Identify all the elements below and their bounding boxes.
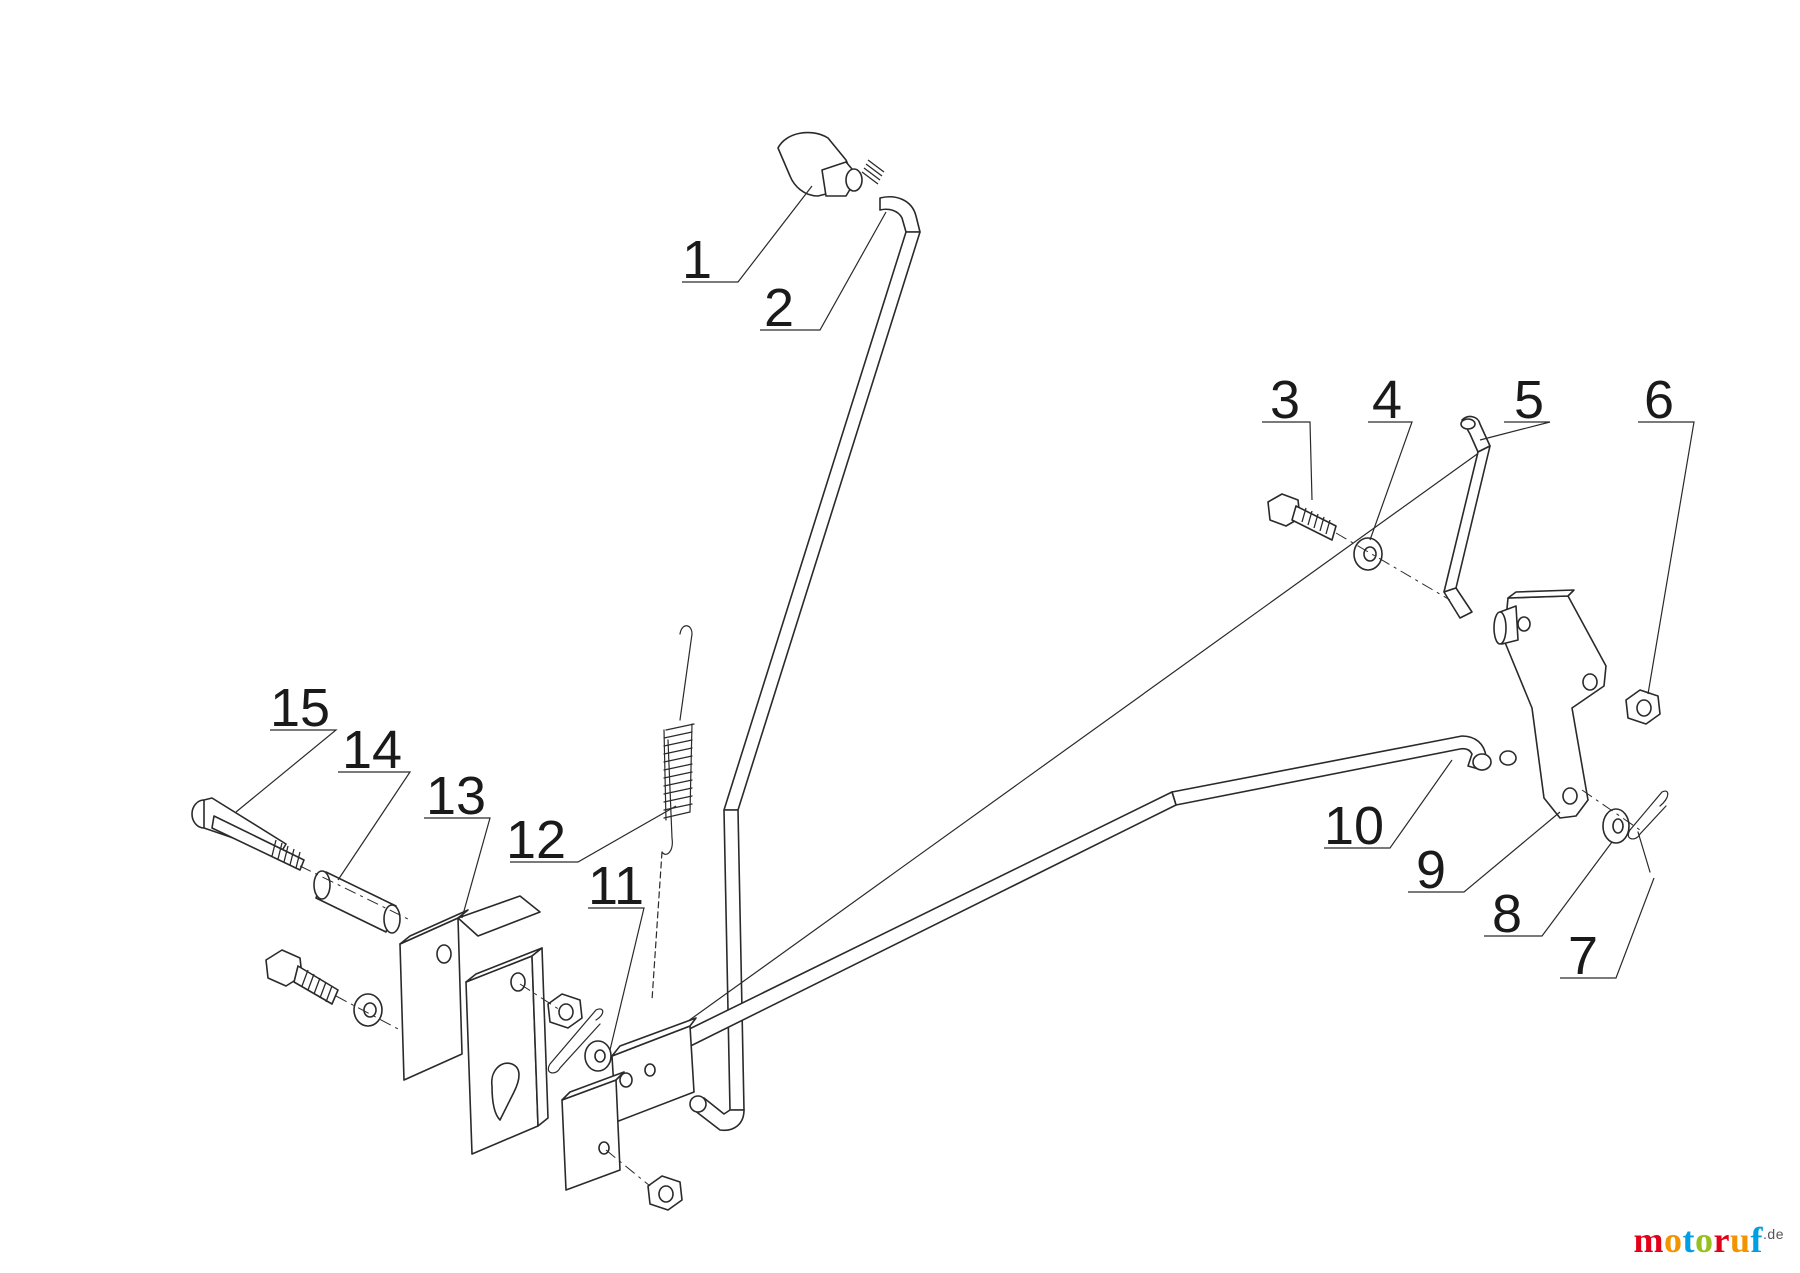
callout-1: 1 bbox=[682, 230, 712, 290]
callout-12: 12 bbox=[506, 810, 566, 870]
watermark-wordmark: motoruf bbox=[1634, 1220, 1764, 1260]
callout-13: 13 bbox=[426, 766, 486, 826]
rod-icon bbox=[1443, 415, 1491, 619]
bolt-icon bbox=[191, 797, 305, 871]
spring-icon bbox=[651, 625, 695, 1001]
washer-icon bbox=[584, 1040, 612, 1072]
watermark-letter: r bbox=[1713, 1220, 1730, 1260]
callout-3: 3 bbox=[1270, 370, 1300, 430]
nut-icon bbox=[647, 1175, 683, 1211]
watermark-letter: m bbox=[1633, 1220, 1665, 1260]
callout-9: 9 bbox=[1416, 840, 1446, 900]
nut-icon bbox=[547, 993, 583, 1029]
bracket-icon bbox=[1493, 589, 1607, 819]
site-watermark-logo: motoruf.de bbox=[1634, 1219, 1784, 1261]
spacer-icon bbox=[313, 870, 401, 934]
bolt-icon bbox=[1267, 493, 1337, 541]
knob-icon bbox=[777, 131, 885, 197]
callout-10: 10 bbox=[1324, 796, 1384, 856]
watermark-letter: t bbox=[1682, 1220, 1696, 1260]
rod-icon bbox=[689, 196, 921, 1132]
watermark-letter: o bbox=[1664, 1220, 1683, 1260]
watermark-letter: f bbox=[1750, 1220, 1764, 1260]
washer-icon bbox=[353, 993, 383, 1027]
bolt-icon bbox=[265, 949, 339, 1005]
callout-14: 14 bbox=[342, 720, 402, 780]
callout-6: 6 bbox=[1644, 370, 1674, 430]
bracket-icon bbox=[399, 895, 549, 1155]
watermark-letter: u bbox=[1730, 1220, 1751, 1260]
watermark-letter: o bbox=[1695, 1220, 1714, 1260]
nut-icon bbox=[1625, 689, 1661, 725]
callout-8: 8 bbox=[1492, 884, 1522, 944]
bracket-icon bbox=[561, 1017, 697, 1191]
washer-icon bbox=[1353, 537, 1383, 571]
callout-2: 2 bbox=[764, 278, 794, 338]
callout-15: 15 bbox=[270, 678, 330, 738]
callout-11: 11 bbox=[588, 856, 644, 916]
callout-5: 5 bbox=[1514, 370, 1544, 430]
washer-icon bbox=[1602, 808, 1630, 844]
rod-icon bbox=[613, 451, 1517, 1081]
hairpin-clip-icon bbox=[547, 1008, 604, 1074]
callout-7: 7 bbox=[1568, 926, 1598, 986]
hairpin-clip-icon bbox=[1627, 790, 1669, 873]
callout-labels: 1 2 3 4 5 6 7 8 9 10 11 12 13 14 15 bbox=[270, 230, 1674, 986]
watermark-suffix: .de bbox=[1763, 1226, 1784, 1242]
callout-leaders bbox=[235, 185, 1695, 1051]
callout-4: 4 bbox=[1372, 370, 1402, 430]
